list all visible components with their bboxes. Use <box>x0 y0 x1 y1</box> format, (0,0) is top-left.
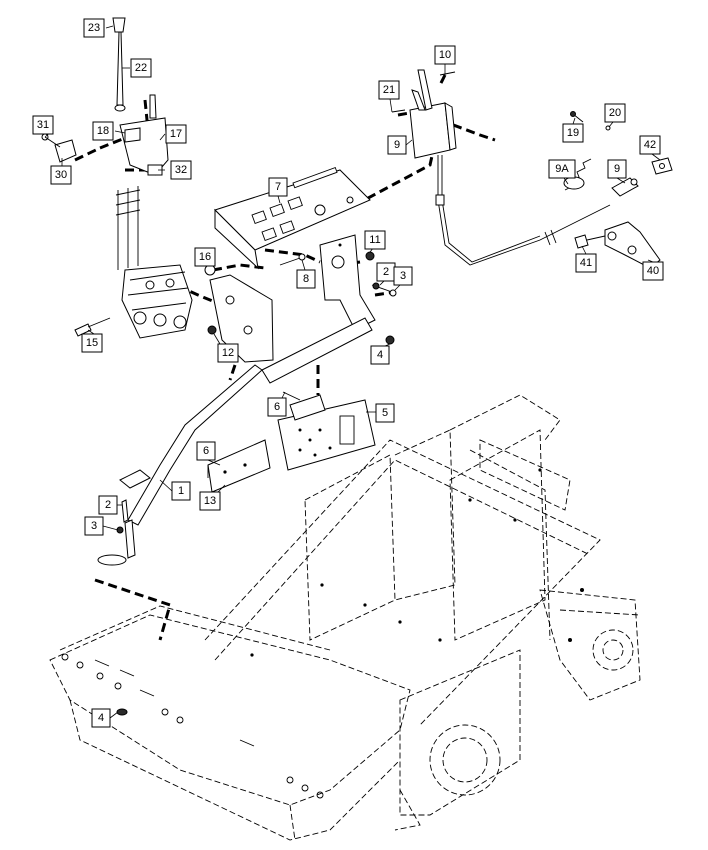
callout-21: 21 <box>378 80 400 100</box>
callout-30: 30 <box>50 165 72 185</box>
svg-text:30: 30 <box>55 169 67 181</box>
svg-text:12: 12 <box>222 347 234 359</box>
svg-text:9A: 9A <box>555 163 569 175</box>
callout-31: 31 <box>32 115 54 135</box>
callout-9-fitting: 9 <box>607 159 627 179</box>
callout-8: 8 <box>296 269 316 289</box>
callout-4-lower: 4 <box>91 708 111 728</box>
callout-3-lower: 3 <box>84 516 104 536</box>
svg-text:20: 20 <box>609 107 621 119</box>
svg-text:4: 4 <box>98 712 104 724</box>
svg-text:16: 16 <box>199 251 211 263</box>
callout-42: 42 <box>639 135 661 155</box>
svg-text:42: 42 <box>644 139 656 151</box>
control-valve-assembly <box>41 17 193 339</box>
callout-11: 11 <box>364 230 386 250</box>
callout-20: 20 <box>604 103 626 123</box>
throttle-cable-assembly <box>391 69 673 269</box>
svg-text:23: 23 <box>88 22 100 34</box>
callout-19: 19 <box>562 123 584 143</box>
callout-6-lower: 6 <box>196 441 216 461</box>
svg-text:7: 7 <box>275 181 281 193</box>
svg-text:31: 31 <box>37 119 49 131</box>
callout-18: 18 <box>92 121 114 141</box>
svg-text:3: 3 <box>91 520 97 532</box>
svg-text:13: 13 <box>204 495 216 507</box>
svg-text:2: 2 <box>383 266 389 278</box>
callout-7: 7 <box>268 177 288 197</box>
callout-2-upper: 2 <box>376 262 396 282</box>
callout-9A: 9A <box>548 159 576 179</box>
svg-text:6: 6 <box>203 445 209 457</box>
svg-text:6: 6 <box>274 401 280 413</box>
svg-text:8: 8 <box>303 273 309 285</box>
svg-text:15: 15 <box>86 337 98 349</box>
svg-text:11: 11 <box>369 234 380 246</box>
svg-text:21: 21 <box>383 84 395 96</box>
callout-32: 32 <box>170 160 192 180</box>
svg-text:41: 41 <box>580 257 592 269</box>
svg-text:9: 9 <box>614 163 620 175</box>
svg-text:19: 19 <box>567 127 579 139</box>
callout-4-upper: 4 <box>370 345 390 365</box>
callout-1: 1 <box>171 481 191 501</box>
callout-6-upper: 6 <box>267 397 287 417</box>
callout-2-lower: 2 <box>98 495 118 515</box>
callout-23: 23 <box>83 18 105 38</box>
callout-5: 5 <box>375 403 395 423</box>
svg-text:5: 5 <box>382 407 388 419</box>
callout-9-housing: 9 <box>387 135 407 155</box>
callout-3-upper: 3 <box>393 266 413 286</box>
callout-17: 17 <box>165 124 187 144</box>
callout-22: 22 <box>130 58 152 78</box>
callout-41: 41 <box>575 253 597 273</box>
callout-40: 40 <box>642 261 664 281</box>
svg-text:3: 3 <box>400 270 406 282</box>
svg-text:18: 18 <box>97 125 109 137</box>
svg-text:4: 4 <box>377 349 383 361</box>
tractor-frame <box>49 394 641 841</box>
callout-15: 15 <box>81 333 103 353</box>
svg-text:10: 10 <box>439 49 451 61</box>
svg-text:17: 17 <box>170 128 182 140</box>
svg-text:1: 1 <box>178 485 184 497</box>
front-rail-nut <box>116 708 128 716</box>
callout-12: 12 <box>217 343 239 363</box>
svg-text:2: 2 <box>105 499 111 511</box>
svg-text:40: 40 <box>647 265 659 277</box>
center-bracket-assembly <box>97 167 397 566</box>
callout-16: 16 <box>194 247 216 267</box>
callout-10: 10 <box>434 45 456 65</box>
callout-13: 13 <box>199 491 221 511</box>
callout-labels: 23 22 31 18 17 30 32 10 <box>32 18 664 728</box>
svg-text:9: 9 <box>394 139 400 151</box>
svg-text:32: 32 <box>175 164 187 176</box>
svg-text:22: 22 <box>135 62 147 74</box>
